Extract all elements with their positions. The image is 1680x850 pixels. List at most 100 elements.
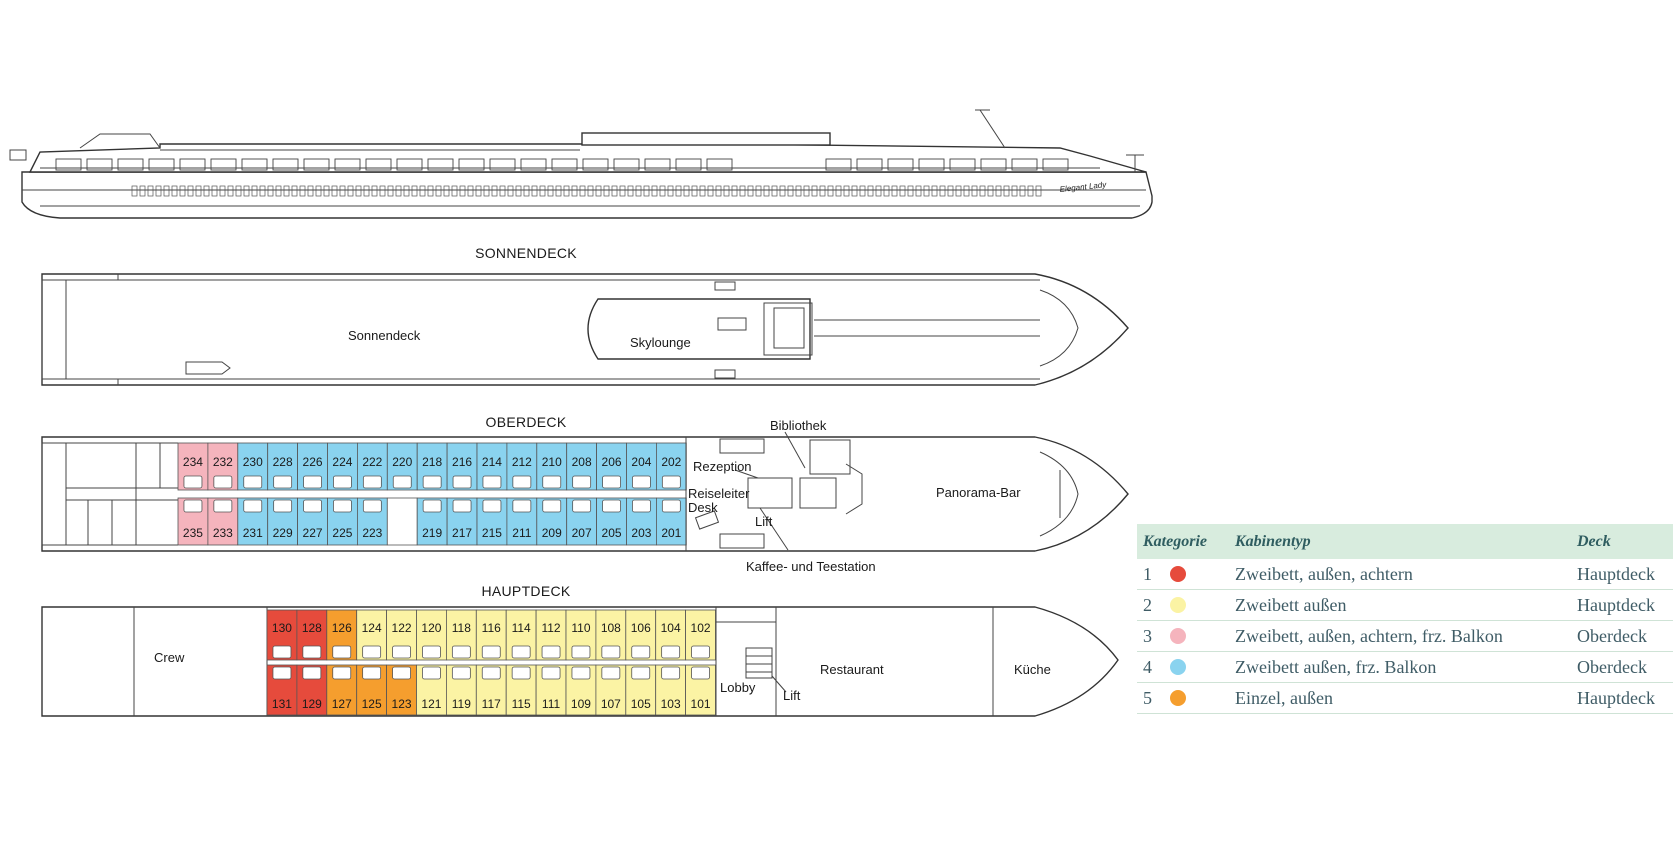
- porthole-icon: [451, 185, 458, 197]
- label-kueche: Küche: [1014, 662, 1051, 677]
- legend-row: 4 Zweibett außen, frz. Balkon Oberdeck: [1137, 651, 1673, 683]
- bathroom-icon: [542, 499, 562, 513]
- porthole-icon: [155, 185, 162, 197]
- cabin-number: 227: [303, 526, 323, 540]
- bathroom-icon: [481, 666, 501, 680]
- window-icon: [980, 158, 1007, 171]
- porthole-icon: [603, 185, 610, 197]
- porthole-icon: [347, 185, 354, 197]
- bathroom-icon: [631, 645, 651, 659]
- bathroom-icon: [602, 475, 621, 489]
- porthole-icon: [259, 185, 266, 197]
- window-icon: [179, 158, 206, 171]
- porthole-icon: [139, 185, 146, 197]
- porthole-icon: [755, 185, 762, 197]
- bathroom-icon: [273, 475, 293, 489]
- porthole-icon: [491, 185, 498, 197]
- bathroom-icon: [661, 475, 681, 489]
- cabin-number: 217: [452, 526, 472, 540]
- porthole-icon: [963, 185, 970, 197]
- bathroom-icon: [213, 475, 233, 489]
- porthole-icon: [635, 185, 642, 197]
- porthole-icon: [651, 185, 658, 197]
- porthole-icon: [539, 185, 546, 197]
- cabin-number: 115: [512, 697, 531, 711]
- porthole-icon: [475, 185, 482, 197]
- legend-deck: Oberdeck: [1571, 620, 1673, 652]
- label-lift-hauptdeck: Lift: [783, 688, 801, 703]
- legend-deck: Hauptdeck: [1571, 682, 1673, 714]
- label-restaurant: Restaurant: [820, 662, 884, 677]
- porthole-icon: [227, 185, 234, 197]
- porthole-icon: [611, 185, 618, 197]
- bathroom-icon: [451, 645, 471, 659]
- legend-cat-number: 4: [1143, 656, 1152, 677]
- legend-cat-number: 1: [1143, 563, 1152, 584]
- cabin-number: 208: [572, 455, 592, 469]
- legend-cabin-type: Zweibett, außen, achtern: [1229, 559, 1571, 590]
- label-sonnendeck-area: Sonnendeck: [348, 328, 421, 343]
- bathroom-icon: [362, 499, 382, 513]
- porthole-icon: [371, 185, 378, 197]
- bathroom-icon: [272, 645, 292, 659]
- porthole-icon: [187, 185, 194, 197]
- porthole-icon: [515, 185, 522, 197]
- cabin-number: 112: [541, 621, 560, 635]
- legend-cat-cell: 5: [1137, 682, 1229, 714]
- bathroom-icon: [302, 645, 322, 659]
- porthole-icon: [147, 185, 154, 197]
- window-icon: [706, 158, 733, 171]
- porthole-icon: [867, 185, 874, 197]
- bathroom-icon: [303, 475, 322, 489]
- cabin-number: 125: [362, 697, 382, 711]
- porthole-icon: [675, 185, 682, 197]
- window-icon: [887, 158, 914, 171]
- porthole-icon: [667, 185, 674, 197]
- porthole-icon: [1019, 185, 1026, 197]
- porthole-icon: [739, 185, 746, 197]
- porthole-icon: [643, 185, 650, 197]
- bathroom-icon: [511, 645, 531, 659]
- window-icon: [675, 158, 702, 171]
- cabin-number: 233: [213, 526, 233, 540]
- cabin-number: 107: [601, 697, 621, 711]
- window-icon: [458, 158, 485, 171]
- label-bibliothek: Bibliothek: [770, 418, 827, 433]
- porthole-icon: [731, 185, 738, 197]
- porthole-icon: [251, 185, 258, 197]
- porthole-icon: [219, 185, 226, 197]
- bathroom-icon: [333, 499, 352, 513]
- cabin-number: 210: [542, 455, 562, 469]
- porthole-icon: [275, 185, 282, 197]
- window-icon: [117, 158, 144, 171]
- bathroom-icon: [392, 645, 411, 659]
- cabin-number: 128: [302, 621, 322, 635]
- bathroom-icon: [422, 645, 441, 659]
- cabin-number: 232: [213, 455, 233, 469]
- bathroom-icon: [482, 499, 502, 513]
- porthole-icon: [827, 185, 834, 197]
- legend-cabin-type: Zweibett, außen, achtern, frz. Balkon: [1229, 620, 1571, 652]
- label-lobby: Lobby: [720, 680, 756, 695]
- cabin-number: 109: [571, 697, 591, 711]
- bathroom-icon: [362, 666, 382, 680]
- label-desk: Desk: [688, 500, 718, 515]
- label-kaffee-teestation: Kaffee- und Teestation: [746, 559, 876, 574]
- legend-row: 5 Einzel, außen Hauptdeck: [1137, 682, 1673, 714]
- category-dot-icon: [1170, 689, 1186, 706]
- cabin-number: 201: [661, 526, 681, 540]
- bathroom-icon: [422, 666, 441, 680]
- window-icon: [365, 158, 392, 171]
- porthole-icon: [795, 185, 802, 197]
- cabin-number: 214: [482, 455, 502, 469]
- window-icon: [644, 158, 671, 171]
- porthole-icon: [467, 185, 474, 197]
- label-panorama-bar: Panorama-Bar: [936, 485, 1021, 500]
- legend-cat-number: 5: [1143, 687, 1152, 708]
- window-icon: [613, 158, 640, 171]
- porthole-icon: [547, 185, 554, 197]
- porthole-icon: [291, 185, 298, 197]
